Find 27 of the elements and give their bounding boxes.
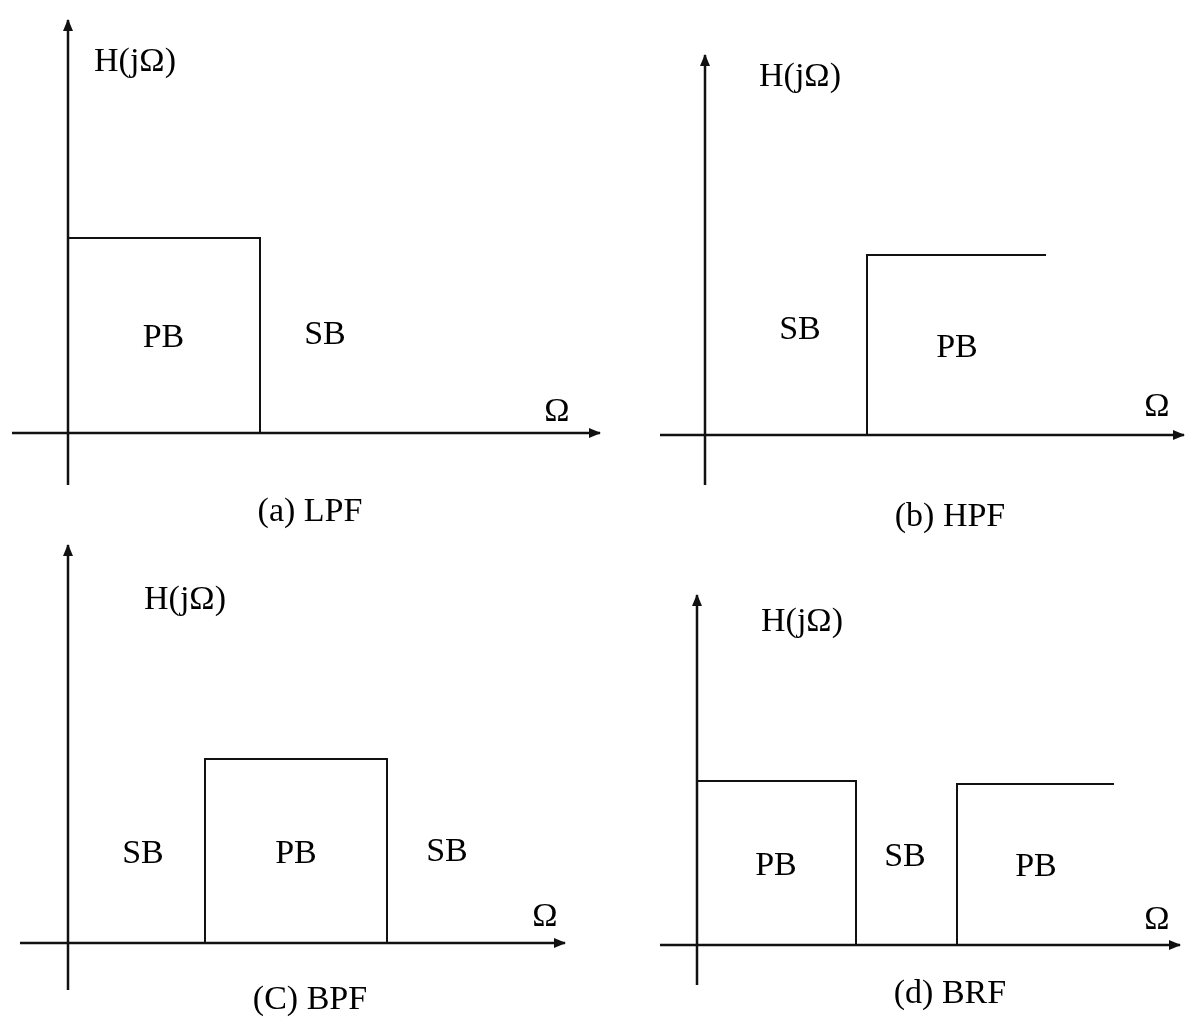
figure-caption: (C) BPF [252, 981, 368, 1015]
passband-region [866, 254, 1046, 435]
axis-label: H(jΩ) [94, 43, 176, 77]
band-label: PB [755, 846, 797, 881]
axis-label: Ω [1144, 388, 1170, 422]
figure-caption: (a) LPF [257, 493, 363, 527]
passband-region [204, 758, 388, 943]
band-label: SB [884, 838, 926, 872]
passband-region [956, 783, 1114, 945]
band-label: PB [142, 319, 185, 353]
axis-label: Ω [532, 898, 558, 932]
band-label: PB [275, 834, 317, 869]
axis-label: Ω [544, 393, 570, 427]
band-label: SB [779, 311, 821, 345]
band-label: SB [304, 316, 346, 350]
band-label: PB [1015, 848, 1057, 882]
passband-region [697, 780, 857, 945]
axis-label: Ω [1144, 901, 1170, 935]
figure-caption: (d) BRF [893, 975, 1007, 1009]
axis-label: H(jΩ) [144, 581, 226, 615]
axis-label: H(jΩ) [759, 58, 841, 92]
axis-label: H(jΩ) [761, 603, 843, 637]
figure-caption: (b) HPF [894, 498, 1006, 532]
passband-region [68, 237, 261, 433]
band-label: PB [936, 328, 978, 363]
band-label: SB [426, 833, 468, 867]
band-label: SB [122, 835, 164, 869]
